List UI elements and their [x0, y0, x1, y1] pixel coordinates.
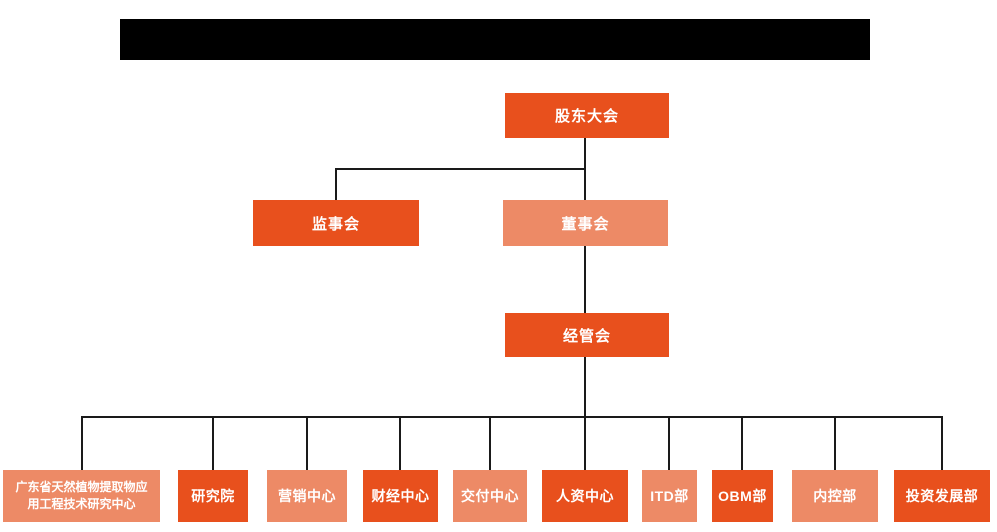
connector-dept-drop-5	[489, 416, 491, 470]
org-node-gd-plant-extract-research-center: 广东省天然植物提取物应用工程技术研究中心	[3, 470, 160, 522]
org-node-internal-control-dept: 内控部	[792, 470, 878, 522]
connector-dept-drop-10	[941, 416, 943, 470]
connector-management-to-departments	[584, 357, 586, 470]
connector-dept-drop-8	[741, 416, 743, 470]
org-node-shareholders-meeting: 股东大会	[505, 93, 669, 138]
org-node-finance-center: 财经中心	[363, 470, 438, 522]
org-node-obm-dept: OBM部	[712, 470, 773, 522]
org-node-delivery-center: 交付中心	[453, 470, 527, 522]
connector-level2-branch	[335, 168, 586, 170]
connector-dept-drop-1	[81, 416, 83, 470]
org-node-board-of-directors: 董事会	[503, 200, 668, 246]
connector-board-to-management	[584, 246, 586, 314]
org-node-itd-dept: ITD部	[642, 470, 697, 522]
connector-dept-drop-9	[834, 416, 836, 470]
org-node-supervisory-board: 监事会	[253, 200, 419, 246]
connector-dept-drop-4	[399, 416, 401, 470]
redacted-title-bar	[120, 19, 870, 60]
org-node-management-committee: 经管会	[505, 313, 669, 357]
connector-supervisory-drop	[335, 168, 337, 201]
connector-departments-bus	[81, 416, 943, 418]
connector-dept-drop-3	[306, 416, 308, 470]
org-node-investment-development-dept: 投资发展部	[894, 470, 990, 522]
org-node-hr-center: 人资中心	[542, 470, 628, 522]
connector-dept-drop-2	[212, 416, 214, 470]
connector-dept-drop-7	[668, 416, 670, 470]
org-node-research-institute: 研究院	[178, 470, 248, 522]
org-node-marketing-center: 营销中心	[267, 470, 347, 522]
